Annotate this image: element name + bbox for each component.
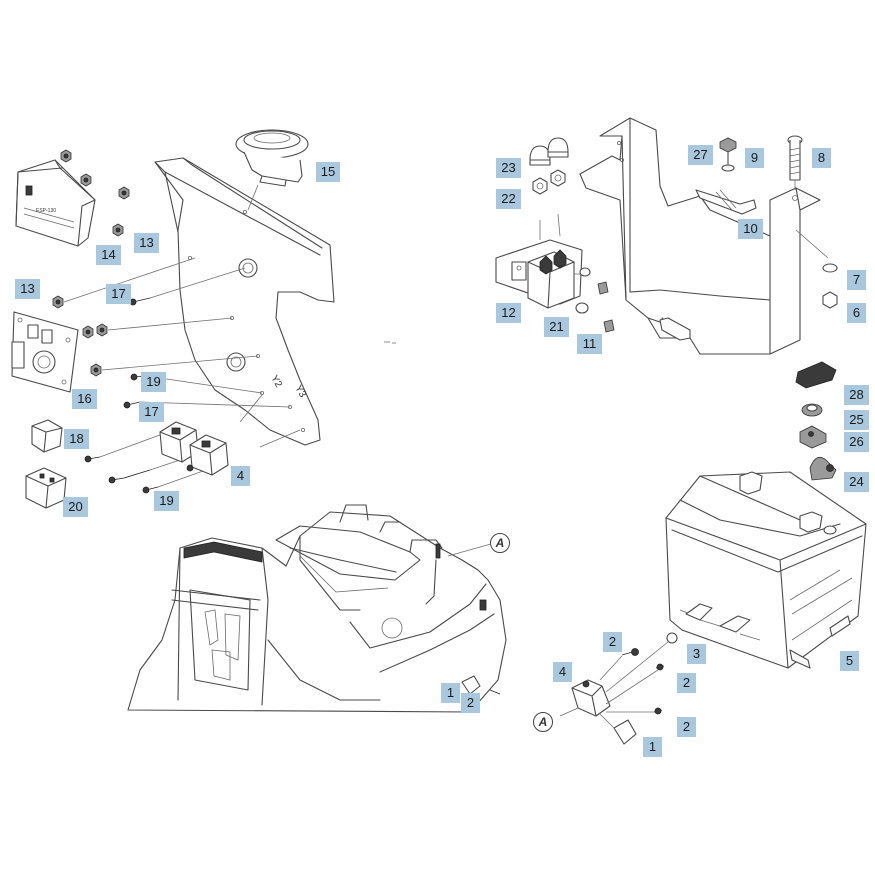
- horn: [235, 129, 309, 211]
- callout-2: 2: [461, 693, 480, 713]
- svg-text:ESP-130: ESP-130: [36, 208, 56, 214]
- vehicle-body: [127, 504, 507, 713]
- callout-9: 9: [745, 148, 764, 168]
- relay-socket: [25, 467, 67, 509]
- callout-18: 18: [64, 429, 89, 449]
- callout-2: 2: [677, 673, 696, 693]
- callout-23: 23: [496, 158, 521, 178]
- callout-5: 5: [840, 651, 859, 671]
- relay-mount-plate: [11, 311, 79, 393]
- callout-14: 14: [96, 245, 121, 265]
- callout-21: 21: [544, 317, 569, 337]
- callout-24: 24: [844, 472, 869, 492]
- callout-22: 22: [496, 189, 521, 209]
- callout-6: 6: [847, 303, 866, 323]
- control-unit: ESP-130: [15, 159, 96, 247]
- callout-17: 17: [139, 402, 164, 422]
- terminal-parts: [795, 361, 837, 481]
- reference-circle-a: A: [533, 712, 553, 732]
- callout-4: 4: [553, 662, 572, 682]
- reference-circle-a: A: [490, 533, 510, 553]
- callout-26: 26: [844, 432, 869, 452]
- relay: [31, 419, 63, 453]
- callout-13: 13: [134, 233, 159, 253]
- callout-19: 19: [141, 372, 166, 392]
- callout-13: 13: [15, 279, 40, 299]
- mounting-bracket-plate: [154, 157, 335, 446]
- nuts-and-washers-upper-right: [529, 137, 615, 333]
- callout-8: 8: [812, 148, 831, 168]
- nuts-and-bolts-upper-left: [52, 149, 259, 377]
- callout-25: 25: [844, 410, 869, 430]
- callout-19: 19: [154, 491, 179, 511]
- callout-10: 10: [738, 219, 763, 239]
- callout-17: 17: [106, 284, 131, 304]
- cable-terminal-assembly: [559, 632, 678, 745]
- solenoid: [511, 249, 582, 309]
- callout-11: 11: [577, 334, 602, 354]
- callout-7: 7: [847, 270, 866, 290]
- switches: [159, 421, 229, 476]
- callout-3: 3: [687, 644, 706, 664]
- callout-2: 2: [603, 632, 622, 652]
- callout-16: 16: [72, 389, 97, 409]
- callout-1: 1: [441, 683, 460, 703]
- callout-4: 4: [231, 466, 250, 486]
- callout-20: 20: [63, 497, 88, 517]
- callout-28: 28: [844, 385, 869, 405]
- hold-down-hardware: [695, 135, 838, 309]
- callout-2: 2: [677, 717, 696, 737]
- stray-mark: [384, 341, 396, 344]
- callout-1: 1: [643, 737, 662, 757]
- callout-12: 12: [496, 303, 521, 323]
- callout-15: 15: [316, 162, 340, 182]
- callout-27: 27: [688, 145, 713, 165]
- battery: [665, 471, 867, 669]
- battery-frame-bracket: [495, 117, 821, 355]
